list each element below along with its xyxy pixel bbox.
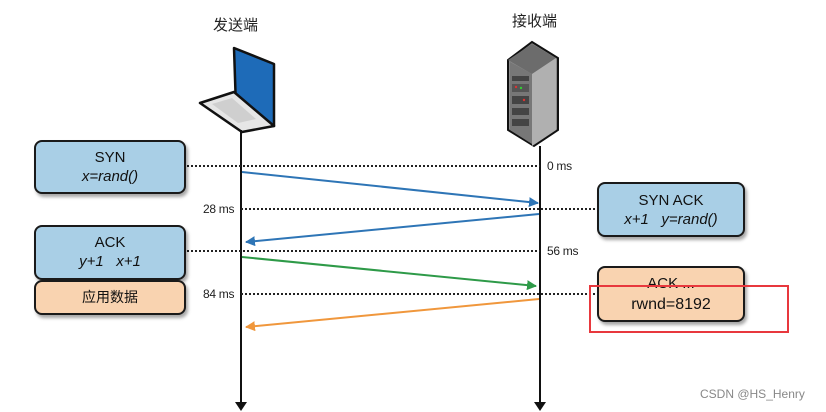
syn-box: SYN x=rand() <box>34 140 186 194</box>
receiver-title: 接收端 <box>512 12 558 30</box>
syn-arrow <box>241 171 539 208</box>
time-label-0ms: 0 ms <box>547 159 572 173</box>
syn-ack-label: SYN ACK <box>638 192 704 209</box>
laptop-icon <box>198 46 276 134</box>
ack-box: ACK y+1 x+1 <box>34 225 186 280</box>
ack-label: ACK <box>94 234 126 251</box>
receiver-lifeline-arrowhead <box>534 402 546 411</box>
time-label-84ms: 84 ms <box>203 287 235 301</box>
time-label-28ms: 28 ms <box>203 202 235 216</box>
sender-lifeline-arrowhead <box>235 402 247 411</box>
app-data-box: 应用数据 <box>34 280 186 315</box>
ack-rwnd-label: ACK ... <box>647 275 695 292</box>
syn-detail: x=rand() <box>81 168 139 185</box>
sender-title: 发送端 <box>213 16 259 34</box>
ack-rwnd-box: ACK ... rwnd=8192 <box>597 266 745 322</box>
data-arrow <box>245 298 540 332</box>
syn-label: SYN <box>94 149 126 166</box>
server-icon <box>507 40 559 148</box>
rwnd-value: rwnd=8192 <box>631 296 711 313</box>
syn-ack-detail: x+1 y=rand() <box>624 211 718 228</box>
time-label-56ms: 56 ms <box>547 244 579 258</box>
watermark: CSDN @HS_Henry <box>700 387 805 401</box>
highlight-rectangle <box>589 285 789 333</box>
syn-ack-arrow <box>245 213 540 247</box>
ack-arrow <box>241 256 537 291</box>
app-data-label: 应用数据 <box>82 290 138 306</box>
ack-detail: y+1 x+1 <box>79 253 141 270</box>
syn-ack-box: SYN ACK x+1 y=rand() <box>597 182 745 237</box>
